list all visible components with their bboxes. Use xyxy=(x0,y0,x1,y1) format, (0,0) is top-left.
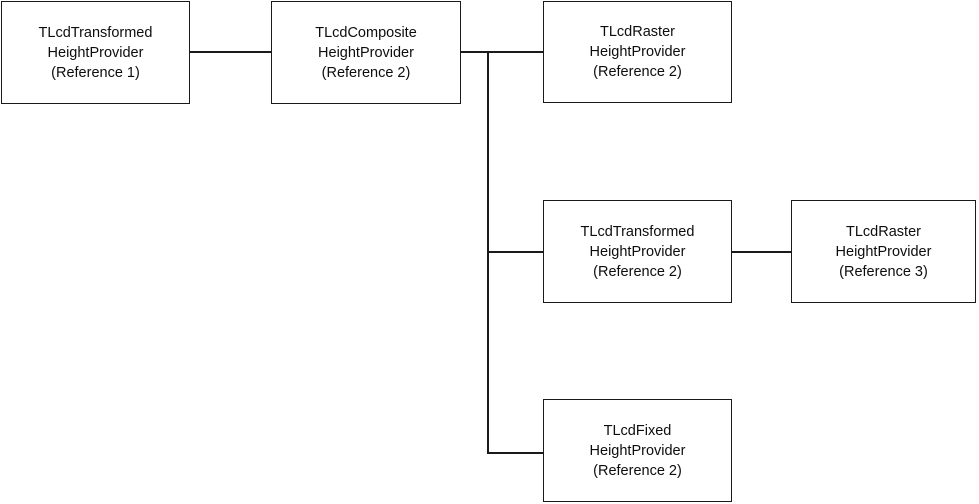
node-fixed-ref2[interactable]: TLcdFixed HeightProvider (Reference 2) xyxy=(543,399,732,502)
node-raster-ref3[interactable]: TLcdRaster HeightProvider (Reference 3) xyxy=(791,200,976,303)
connector-trunk-to-fixed-ref2 xyxy=(487,452,544,454)
node-transformed-ref1[interactable]: TLcdTransformed HeightProvider (Referenc… xyxy=(1,1,190,104)
node-composite-ref2[interactable]: TLcdComposite HeightProvider (Reference … xyxy=(271,1,461,104)
node-raster-ref2[interactable]: TLcdRaster HeightProvider (Reference 2) xyxy=(543,1,732,103)
node-label-raster-ref3: TLcdRaster HeightProvider (Reference 3) xyxy=(835,223,932,280)
node-label-composite-ref2: TLcdComposite HeightProvider (Reference … xyxy=(315,24,417,81)
node-transformed-ref2[interactable]: TLcdTransformed HeightProvider (Referenc… xyxy=(543,200,732,303)
connector-transformed-ref2-to-raster-ref3 xyxy=(731,251,792,253)
node-label-transformed-ref1: TLcdTransformed HeightProvider (Referenc… xyxy=(38,24,153,81)
connector-trunk-to-transformed-ref2 xyxy=(487,251,544,253)
node-label-fixed-ref2: TLcdFixed HeightProvider (Reference 2) xyxy=(589,422,686,479)
connector-trunk-to-raster-ref2 xyxy=(487,51,544,53)
node-label-raster-ref2: TLcdRaster HeightProvider (Reference 2) xyxy=(589,24,686,80)
connector-transformed-ref1-to-composite-ref2 xyxy=(189,51,272,53)
connector-composite-ref2-to-trunk xyxy=(460,51,490,53)
node-label-transformed-ref2: TLcdTransformed HeightProvider (Referenc… xyxy=(580,223,695,280)
